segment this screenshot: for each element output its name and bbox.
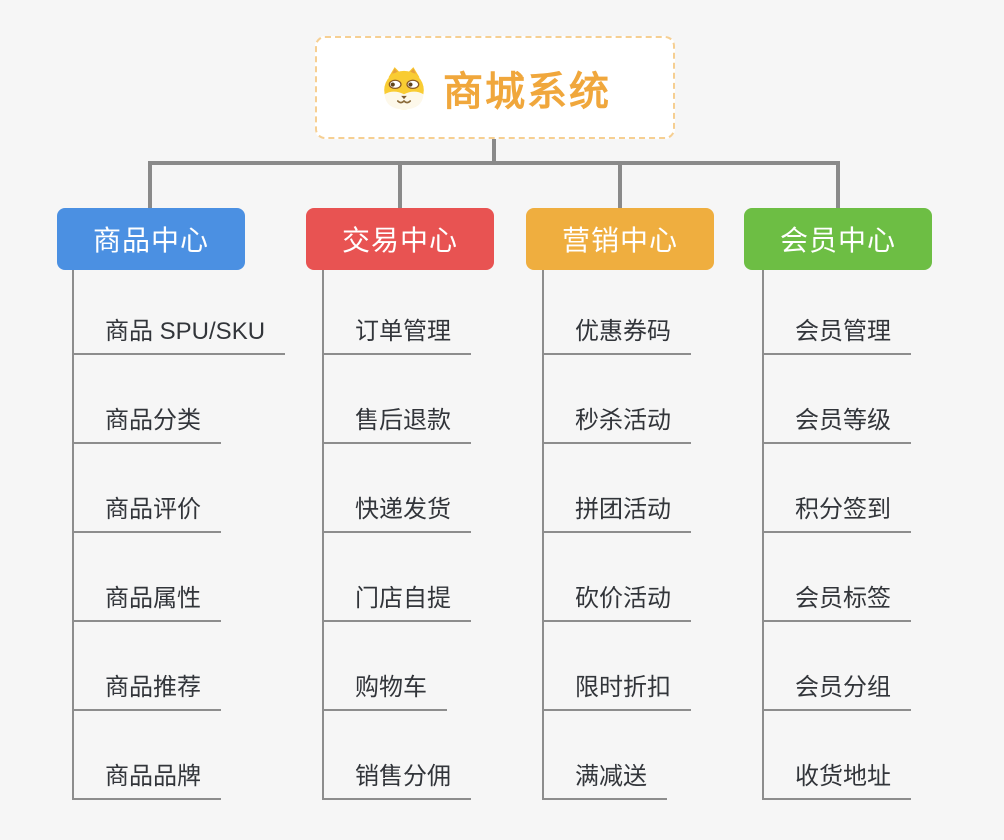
branch-label: 会员中心 [779,225,896,256]
leaf-node[interactable]: 秒杀活动 [542,408,691,444]
leaf-node[interactable]: 收货地址 [762,764,911,800]
branch-vertical-line [762,270,764,800]
leaf-node[interactable]: 限时折扣 [542,675,691,711]
leaf-node[interactable]: 商品分类 [72,408,221,444]
branch-node-product-center[interactable]: 商品中心 [57,208,245,270]
leaf-node[interactable]: 订单管理 [322,319,471,355]
branch-node-marketing-center[interactable]: 营销中心 [526,208,714,270]
branch-node-member-center[interactable]: 会员中心 [744,208,932,270]
leaf-node[interactable]: 售后退款 [322,408,471,444]
leaf-node[interactable]: 购物车 [322,675,447,711]
leaf-node[interactable]: 会员标签 [762,586,911,622]
leaf-node[interactable]: 积分签到 [762,497,911,533]
leaf-node[interactable]: 商品评价 [72,497,221,533]
leaf-node[interactable]: 门店自提 [322,586,471,622]
branch-label: 营销中心 [561,225,678,256]
leaf-node[interactable]: 会员管理 [762,319,911,355]
leaf-node[interactable]: 优惠券码 [542,319,691,355]
leaf-node[interactable]: 会员分组 [762,675,911,711]
leaf-node[interactable]: 砍价活动 [542,586,691,622]
shiba-dog-icon [379,65,429,111]
connector-path [148,139,840,208]
leaf-node[interactable]: 满减送 [542,764,667,800]
root-node[interactable]: 商城系统 [315,36,675,139]
leaf-node[interactable]: 商品品牌 [72,764,221,800]
leaf-node[interactable]: 商品 SPU/SKU [72,319,286,355]
leaf-node[interactable]: 销售分佣 [322,764,471,800]
branch-vertical-line [322,270,324,800]
branch-label: 交易中心 [341,225,458,256]
branch-label: 商品中心 [92,225,209,256]
leaf-node[interactable]: 拼团活动 [542,497,691,533]
branch-vertical-line [542,270,544,800]
branch-vertical-line [72,270,74,800]
leaf-node[interactable]: 商品推荐 [72,675,221,711]
branch-node-trade-center[interactable]: 交易中心 [306,208,494,270]
leaf-node[interactable]: 会员等级 [762,408,911,444]
leaf-node[interactable]: 快递发货 [322,497,471,533]
root-node-title: 商城系统 [443,69,611,114]
leaf-node[interactable]: 商品属性 [72,586,221,622]
